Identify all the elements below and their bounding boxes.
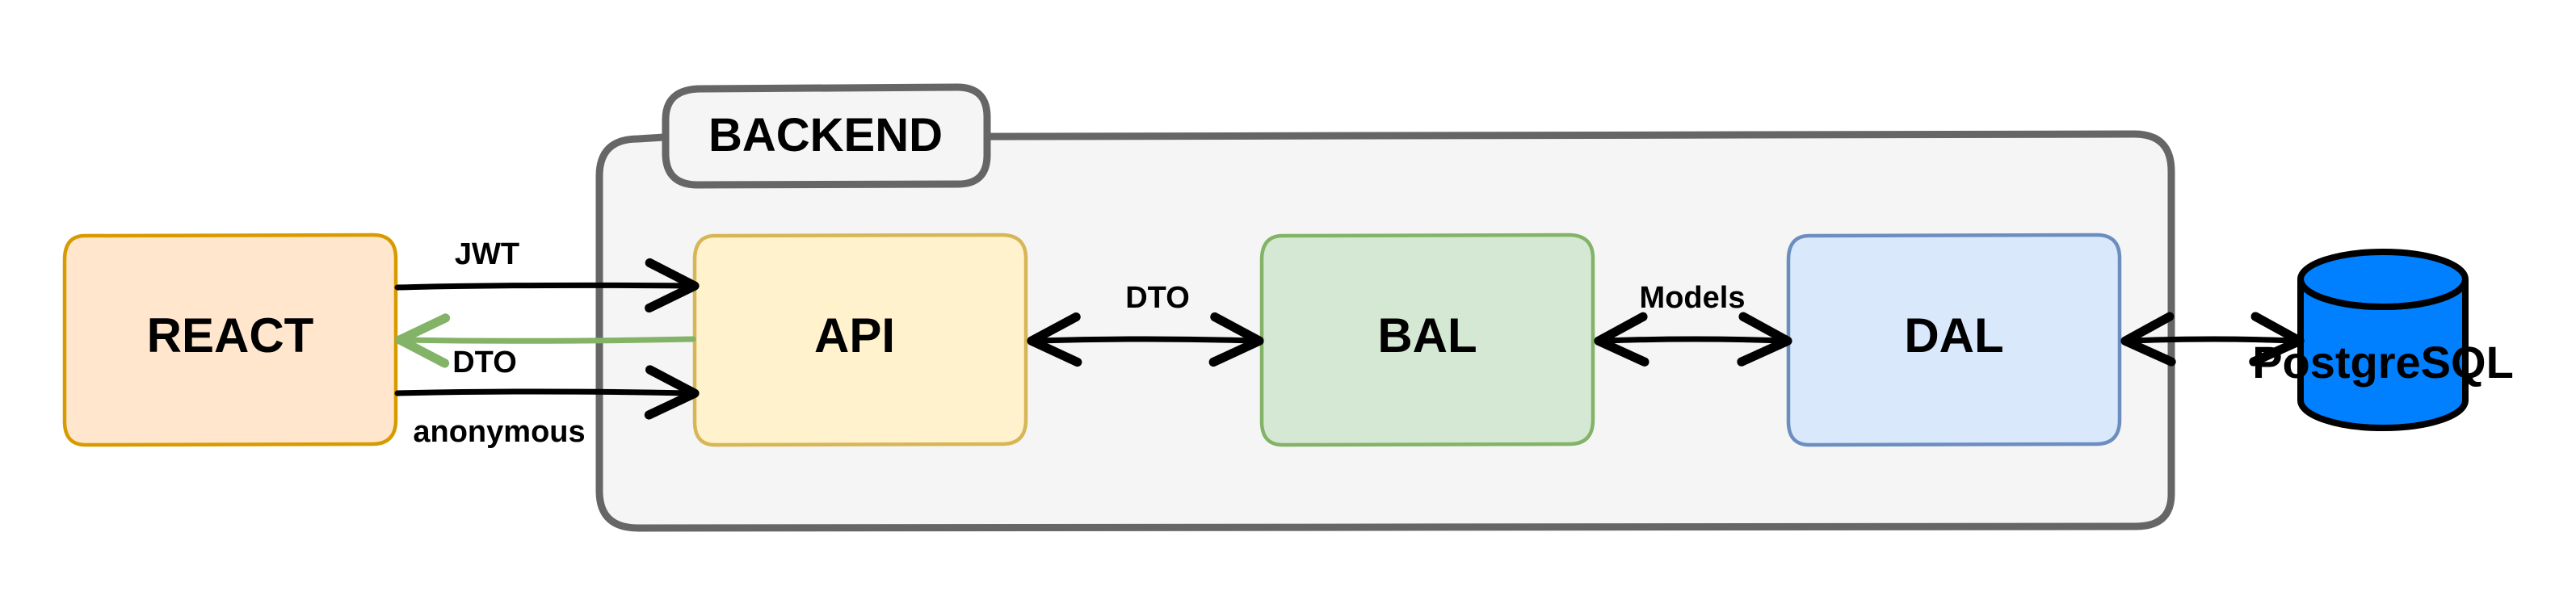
edge-api-bal-label: DTO xyxy=(1125,281,1190,315)
edge-api-bal xyxy=(1027,312,1264,367)
bal-label: BAL xyxy=(1377,308,1477,363)
edge-bal-dal-label: Models xyxy=(1640,281,1746,315)
postgresql-label: PostgreSQL xyxy=(2252,337,2514,388)
react-node: REACT xyxy=(62,233,398,447)
edge-jwt xyxy=(394,258,700,313)
react-label: REACT xyxy=(147,308,314,363)
backend-tab xyxy=(662,83,991,189)
bal-node: BAL xyxy=(1259,233,1595,447)
edge-dto-return-label: DTO xyxy=(452,346,517,379)
edge-bal-dal xyxy=(1594,312,1792,367)
dal-label: DAL xyxy=(1904,308,2003,363)
postgresql-database-icon: PostgreSQL xyxy=(2252,249,2514,431)
api-label: API xyxy=(814,308,895,363)
edge-dal-postgresql xyxy=(2120,312,2305,367)
edge-anonymous-label: anonymous xyxy=(413,415,585,449)
api-node: API xyxy=(692,233,1028,447)
edge-jwt-label: JWT xyxy=(455,237,519,271)
edge-dto-return xyxy=(395,313,696,368)
dal-node: DAL xyxy=(1786,233,2122,447)
edge-anonymous xyxy=(394,365,700,420)
backend-title: BACKEND xyxy=(708,109,943,161)
